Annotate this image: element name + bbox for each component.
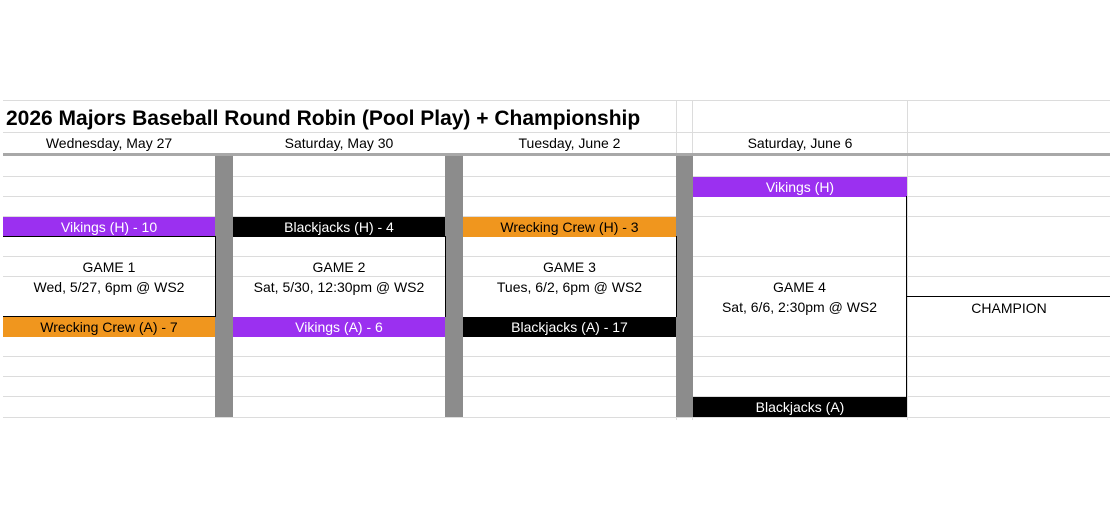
bracket-line [907,296,1110,297]
champion-label: CHAMPION [971,300,1047,316]
bracket-line [215,236,216,317]
grid-line [3,132,1110,133]
game1-info: Wed, 5/27, 6pm @ WS2 [33,279,185,295]
game1-label: GAME 1 [82,259,136,275]
bracket-line [3,316,215,317]
column-spacer [445,156,463,417]
grid-line [3,356,1110,357]
grid-line [3,256,1110,257]
game1-away-team: Wrecking Crew (A) - 7 [3,317,215,337]
grid-line [907,100,908,420]
bracket-line [906,196,907,398]
game2-label: GAME 2 [312,259,366,275]
day-header-1: Wednesday, May 27 [45,135,173,151]
day-header-2: Saturday, May 30 [284,135,394,151]
grid-line [3,176,1110,177]
day-header-3: Tuesday, June 2 [518,135,621,151]
game4-info: Sat, 6/6, 2:30pm @ WS2 [721,299,878,315]
game3-info: Tues, 6/2, 6pm @ WS2 [496,279,643,295]
grid-line [3,216,1110,217]
game2-info: Sat, 5/30, 12:30pm @ WS2 [253,279,425,295]
grid-line [3,417,1110,418]
column-spacer [215,156,233,417]
game4-away-team: Blackjacks (A) [693,397,907,417]
game1-home-team: Vikings (H) - 10 [3,217,215,237]
game3-home-team: Wrecking Crew (H) - 3 [463,217,676,237]
bracket-line [445,236,446,317]
game3-label: GAME 3 [543,259,596,275]
game2-home-team: Blackjacks (H) - 4 [233,217,445,237]
bracket-line [676,236,677,317]
game2-away-team: Vikings (A) - 6 [233,317,445,337]
column-spacer [676,156,693,417]
page-title: 2026 Majors Baseball Round Robin (Pool P… [6,107,641,130]
grid-line [3,100,1110,101]
game4-label: GAME 4 [773,279,826,295]
header-separator [3,153,1110,156]
grid-line [3,276,1110,277]
game3-away-team: Blackjacks (A) - 17 [463,317,676,337]
grid-line [3,396,1110,397]
day-header-4: Saturday, June 6 [747,135,853,151]
grid-line [3,196,1110,197]
game4-home-team: Vikings (H) [693,177,907,197]
grid-line [3,376,1110,377]
bracket-line [3,236,215,237]
